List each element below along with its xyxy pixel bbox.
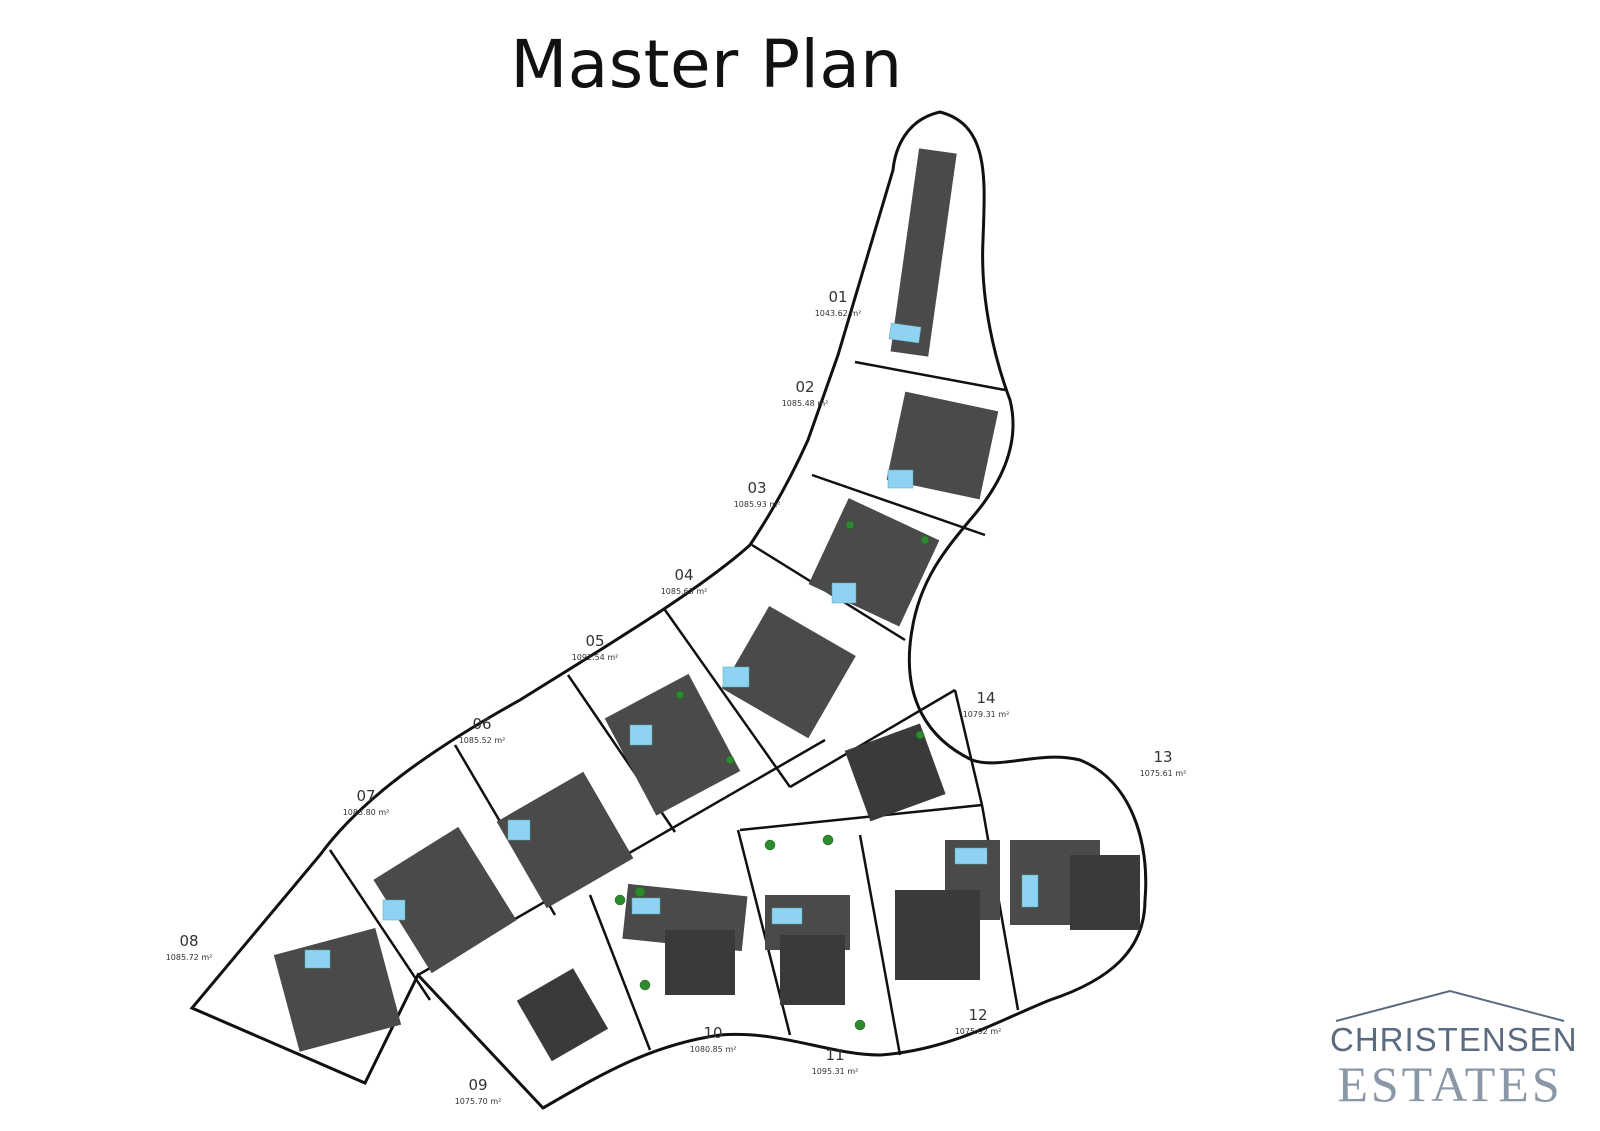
house-12 [895,840,1000,980]
plot-number: 08 [179,932,198,950]
plot-number: 05 [585,632,604,650]
plot-area: 1075.61 m² [1140,769,1187,778]
plot-labels: 01 1043.62 m² 02 1085.48 m² 03 1085.93 m… [166,288,1187,1106]
plot-area: 1085.63 m² [661,587,708,596]
plot-area: 1095.31 m² [812,1067,859,1076]
plot-number: 06 [472,715,491,733]
plot-area: 1080.85 m² [690,1045,737,1054]
plot-area: 1085.80 m² [343,808,390,817]
plot-number: 11 [825,1046,844,1064]
plot-area: 1079.31 m² [963,710,1010,719]
house-09 [516,968,609,1062]
house-03 [808,498,940,627]
plot-area: 1092.54 m² [572,653,619,662]
plot-number: 04 [674,566,693,584]
plot-area: 1075.92 m² [955,1027,1002,1036]
house-01 [888,148,957,357]
plot-number: 09 [468,1076,487,1094]
house-roof-icon [1335,989,1565,1022]
company-logo: CHRISTENSEN ESTATES [1330,985,1578,1115]
plot-area: 1085.48 m² [782,399,829,408]
plot-number: 01 [828,288,847,306]
house-02 [886,391,999,500]
plot-number: 07 [356,787,375,805]
house-11 [764,834,866,1031]
plot-area: 1085.52 m² [459,736,506,745]
logo-text-christensen: CHRISTENSEN [1330,1021,1578,1058]
plot-area: 1085.93 m² [734,500,781,509]
plot-number: 13 [1153,748,1172,766]
house-04 [721,606,856,739]
house-08 [273,927,402,1052]
house-13 [1010,840,1140,930]
page-title: Master Plan [510,26,903,103]
house-05 [604,673,741,816]
plot-number: 03 [747,479,766,497]
house-10 [614,883,748,995]
house-14 [844,723,946,822]
plot-number: 12 [968,1006,987,1024]
plot-area: 1043.62 m² [815,309,862,318]
plot-number: 10 [703,1024,722,1042]
house-06 [496,771,634,909]
plot-number: 14 [976,689,995,707]
plot-area: 1075.70 m² [455,1097,502,1106]
plot-number: 02 [795,378,814,396]
house-07 [373,826,517,974]
site-boundary [189,110,1148,1110]
logo-text-estates: ESTATES [1337,1056,1563,1112]
plot-area: 1085.72 m² [166,953,213,962]
